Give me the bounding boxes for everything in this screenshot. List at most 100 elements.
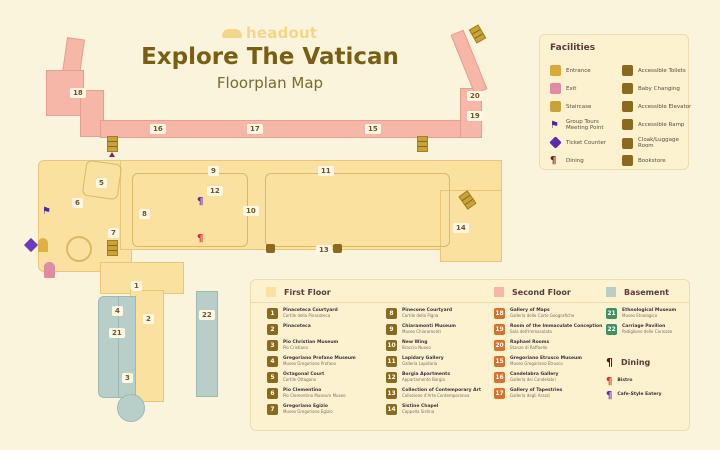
headout-logo-icon (222, 29, 242, 38)
staircase-icon (417, 136, 428, 152)
room-label-4[interactable]: 4 (112, 306, 123, 316)
room-subname: Museo Chiaramonti (402, 329, 441, 334)
brand-logo: headout (222, 24, 317, 42)
staircase-icon (107, 240, 118, 256)
rotunda-outline (66, 236, 92, 262)
room-name: Gregoriano Profano Museum (283, 356, 356, 361)
room-number: 17 (494, 388, 505, 399)
room-subname: Galleria degli Arazzi (510, 393, 550, 398)
room-name: New Wing (402, 340, 428, 345)
room-subname: Museo Gregoriano Egizio (283, 409, 333, 414)
room-label-3[interactable]: 3 (122, 373, 133, 383)
staircase-icon (468, 24, 487, 44)
ticket-counter-icon (23, 237, 39, 253)
dining-icon: ¶ (606, 356, 613, 369)
bookstore-icon (622, 155, 633, 166)
room-label-5[interactable]: 5 (96, 178, 107, 188)
second-floor-swatch (494, 287, 504, 297)
room-subname: Collezione d'Arte Contemporanea (402, 393, 470, 398)
room-number: 19 (494, 324, 505, 335)
room-subname: Braccio Nuovo (402, 345, 431, 350)
room-label-19[interactable]: 19 (467, 111, 483, 121)
room-number: 9 (386, 324, 397, 335)
room-subname: Stanze di Raffaello (510, 345, 548, 350)
room-number: 10 (386, 340, 397, 351)
bistro-icon: ¶ (197, 233, 204, 244)
bookstore-icon (266, 244, 275, 253)
room-label-18[interactable]: 18 (70, 88, 86, 98)
facilities-panel: Facilities Entrance Exit Staircase ⚑Grou… (539, 34, 692, 170)
room-label-11[interactable]: 11 (318, 166, 334, 176)
room-name: Gregoriano Egizio (283, 404, 329, 409)
room-subname: Galleria Lapidaria (402, 361, 438, 366)
room-number: 8 (386, 308, 397, 319)
room-name: Octagonal Court (283, 372, 325, 377)
legend-divider (251, 302, 689, 303)
room-name: Sistine Chapel (402, 404, 439, 409)
room-label-9[interactable]: 9 (208, 166, 219, 176)
room-subname: Cortile della Pigna (402, 313, 439, 318)
entrance-icon (38, 238, 48, 252)
room-label-22[interactable]: 22 (199, 310, 215, 320)
room-number: 2 (267, 324, 278, 335)
basement-header: Basement (606, 287, 669, 297)
room-label-15[interactable]: 15 (365, 124, 381, 134)
room-label-7[interactable]: 7 (108, 228, 119, 238)
room-name: Pio Clementino (283, 388, 322, 393)
room-name: Carriage Pavilion (622, 324, 666, 329)
room-label-1[interactable]: 1 (131, 281, 142, 291)
page-title: Explore The Vatican (141, 44, 399, 70)
basement-carriage-pavilion (196, 291, 218, 397)
room-name: Room of the Immaculate Conception (510, 324, 603, 329)
facility-group-tours: ⚑ Group Tours Meeting Point (550, 119, 620, 131)
room-name: Pinacoteca (283, 324, 311, 329)
room-number: 11 (386, 356, 397, 367)
facility-ticket-counter: Ticket Counter (549, 136, 620, 149)
room-number: 4 (267, 356, 278, 367)
cloak-room-icon (622, 137, 633, 149)
facility-ramp: Accessible Ramp (622, 119, 692, 130)
room-label-8[interactable]: 8 (139, 209, 150, 219)
room-label-12[interactable]: 12 (207, 186, 223, 196)
room-number: 22 (606, 324, 617, 335)
facility-label: Group Tours Meeting Point (566, 119, 604, 131)
group-tours-flag-icon: ⚑ (42, 206, 51, 217)
room-label-6[interactable]: 6 (72, 198, 83, 208)
room-label-13[interactable]: 13 (316, 245, 332, 255)
room-label-14[interactable]: 14 (453, 223, 469, 233)
facility-exit: Exit (550, 83, 620, 94)
room-name: Chiaramonti Museum (402, 324, 456, 329)
facility-staircase: Staircase (550, 101, 620, 112)
dining-header: ¶ Dining (606, 356, 650, 369)
room-label-21[interactable]: 21 (109, 328, 125, 338)
room-label-2[interactable]: 2 (143, 314, 154, 324)
room-label-20[interactable]: 20 (467, 91, 483, 101)
facility-label: Bookstore (638, 157, 666, 164)
room-label-10[interactable]: 10 (243, 206, 259, 216)
room-subname: Cappella Sistina (402, 409, 435, 414)
room-label-16[interactable]: 16 (150, 124, 166, 134)
room-label-17[interactable]: 17 (247, 124, 263, 134)
page-subtitle: Floorplan Map (216, 74, 324, 92)
facility-label: Staircase (566, 103, 592, 110)
room-subname: Padiglione delle Carrozze (622, 329, 673, 334)
flag-icon: ⚑ (550, 119, 559, 131)
room-subname: Museo Gregoriano Etrusco (510, 361, 563, 366)
room-name: Candelabra Gallery (510, 372, 559, 377)
exit-icon (550, 83, 561, 94)
entrance-icon (550, 65, 561, 76)
accessible-toilets-icon (622, 65, 633, 76)
bookstore-icon (333, 244, 342, 253)
elevator-icon (622, 101, 633, 112)
room-number: 21 (606, 308, 617, 319)
section-title: Dining (621, 358, 651, 367)
